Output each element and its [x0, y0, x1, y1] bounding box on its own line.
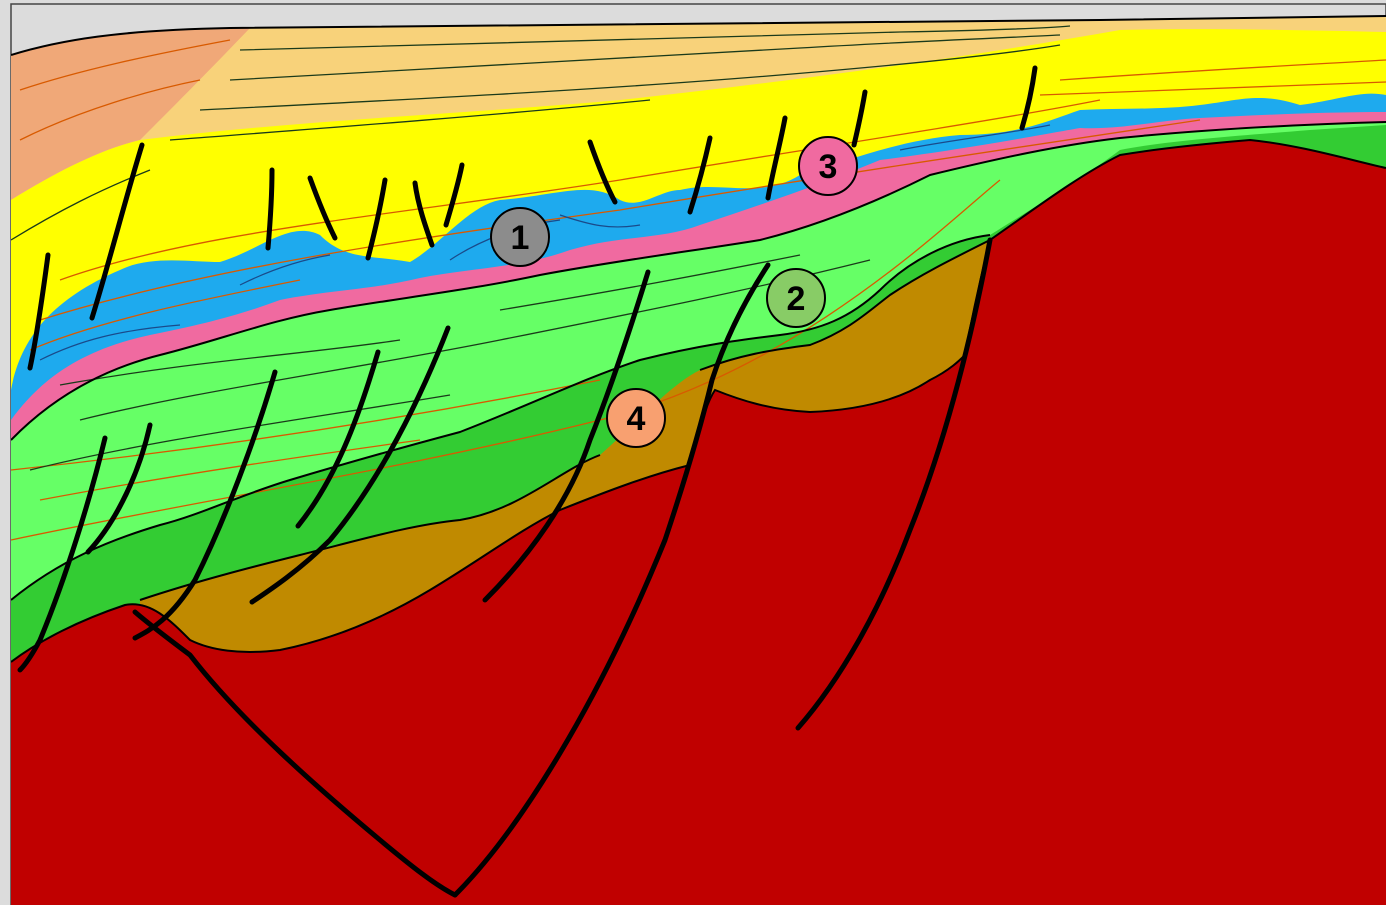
layer-orange-wedge: [11, 28, 250, 200]
marker-4-label: 4: [627, 400, 646, 438]
marker-1: 1: [490, 207, 550, 267]
layer-boundaries: [11, 15, 1386, 663]
marker-4: 4: [606, 388, 666, 448]
fault-lines: [17, 65, 1038, 898]
layer-basement: [11, 140, 1386, 905]
marker-2: 2: [766, 268, 826, 328]
marker-2-label: 2: [787, 280, 806, 318]
marker-3: 3: [798, 136, 858, 196]
horizons-red: [11, 39, 1386, 541]
marker-1-label: 1: [511, 219, 530, 257]
marker-3-label: 3: [819, 148, 838, 186]
